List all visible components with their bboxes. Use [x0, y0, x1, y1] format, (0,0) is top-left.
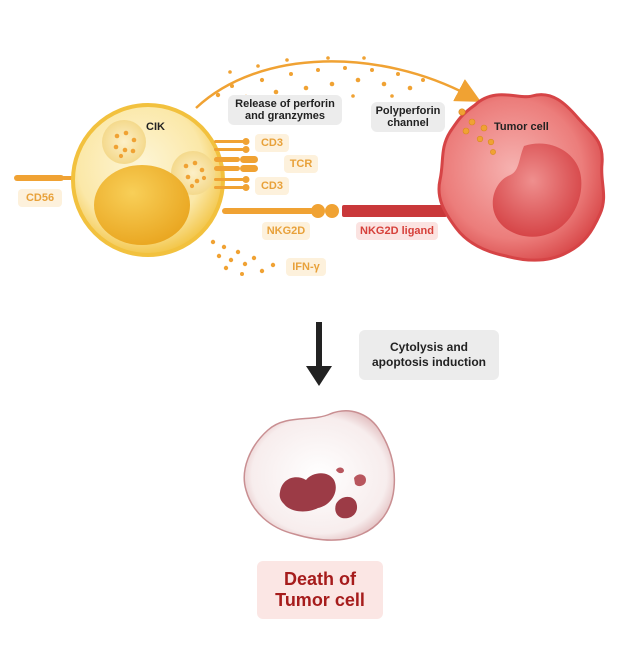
- cd56-label: CD56: [18, 189, 62, 207]
- polyperforin-line-1: Polyperforin: [375, 105, 441, 117]
- cd3-bottom-label: CD3: [255, 177, 289, 195]
- death-line-1: Death of: [284, 569, 356, 589]
- release-perforin-box: Release of perforin and granzymes: [228, 95, 342, 125]
- cytolysis-box: Cytolysis and apoptosis induction: [359, 330, 499, 380]
- cd3-top-label: CD3: [255, 134, 289, 152]
- death-line-2: Tumor cell: [275, 590, 365, 610]
- death-of-tumor-cell-box: Death of Tumor cell: [257, 561, 383, 619]
- cd3-top-receptor: [214, 138, 250, 153]
- dead-tumor-cell: [243, 410, 396, 541]
- nkg2d-ligand-label: NKG2D ligand: [356, 222, 438, 240]
- cytolysis-line-1: Cytolysis and: [389, 340, 469, 354]
- tumor-cell-label: Tumor cell: [494, 121, 549, 133]
- cd3-bottom-receptor: [214, 176, 250, 191]
- release-line-1: Release of perforin: [235, 98, 335, 110]
- tumor-cell: [437, 93, 606, 262]
- process-arrow: [306, 322, 332, 386]
- cik-cell: [71, 103, 225, 257]
- ifn-gamma-granules: [210, 239, 276, 276]
- tcr-receptor: [214, 156, 258, 172]
- nkg2d-receptor: [222, 204, 339, 218]
- cytolysis-line-2: apoptosis induction: [372, 355, 486, 369]
- tcr-label: TCR: [284, 155, 318, 173]
- polyperforin-line-2: channel: [387, 117, 429, 129]
- release-line-2: and granzymes: [244, 110, 326, 122]
- polyperforin-box: Polyperforin channel: [371, 102, 445, 132]
- release-arrow: [195, 60, 482, 109]
- cik-label: CIK: [146, 121, 165, 133]
- ifn-gamma-label: IFN-γ: [286, 258, 326, 276]
- nkg2d-label: NKG2D: [262, 222, 310, 240]
- cd56-receptor: [14, 175, 80, 181]
